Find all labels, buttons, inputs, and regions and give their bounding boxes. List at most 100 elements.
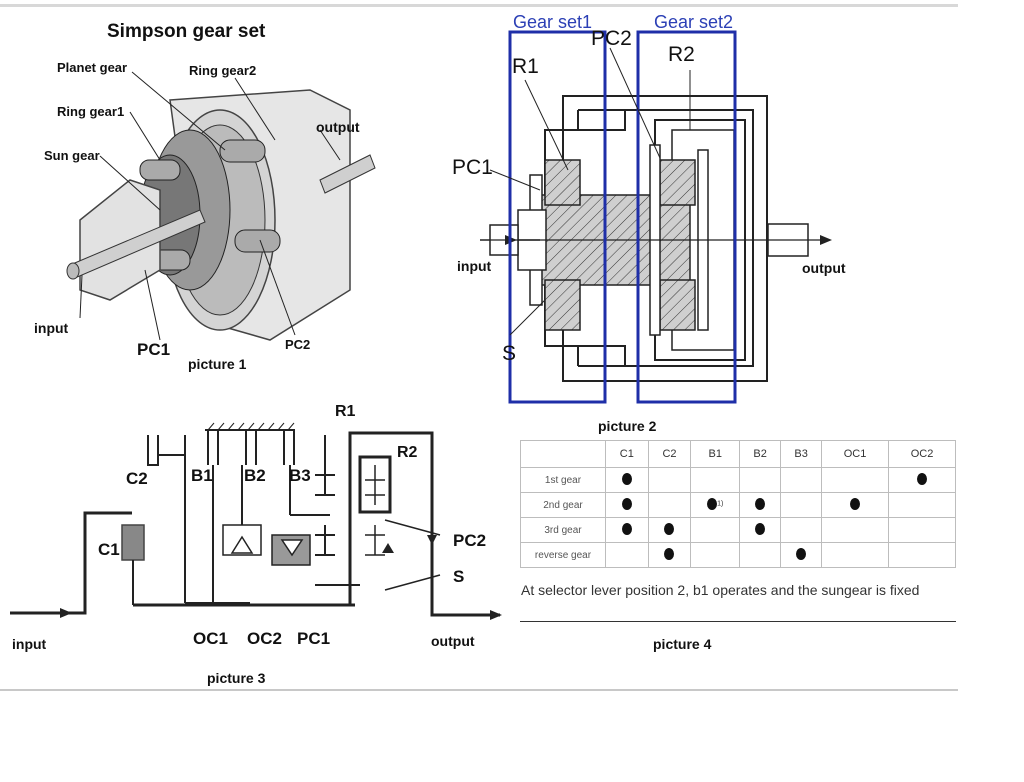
table-cell [690,542,741,568]
label-ring-gear1: Ring gear1 [57,104,125,119]
table-note: At selector lever position 2, b1 operate… [520,572,956,622]
table-header-row: C1 C2 B1 B2 B3 OC1 OC2 [520,440,956,468]
table-cell [739,492,782,518]
engaged-dot-icon [621,497,632,510]
label-pc1-p3: PC1 [297,629,331,648]
footnote-mark: 1) [717,499,724,507]
label-oc2-p3: OC2 [247,629,282,648]
label-b1-p3: B1 [191,466,213,485]
label-b2-p3: B2 [244,466,266,485]
table-cell [821,492,890,518]
top-divider [0,4,958,7]
label-ring-gear2: Ring gear2 [189,63,257,78]
label-output-p3: output [431,633,475,649]
label-gear-set2: Gear set2 [654,12,734,32]
table-cell [647,517,692,543]
row-label: 2nd gear [520,492,606,518]
engaged-dot-icon [621,472,632,485]
table-cell [605,517,649,543]
picture2-caption: picture 2 [598,418,657,434]
col-header: OC2 [888,440,956,468]
label-input-p3: input [12,636,47,652]
table-cell [888,542,956,568]
col-header: B2 [739,440,782,468]
label-pc2-p3: PC2 [453,531,487,550]
col-header: B1 [690,440,741,468]
label-c1-p3: C1 [98,540,120,559]
table-cell [605,492,649,518]
label-s-p2: S [502,342,517,365]
table-cell [690,517,741,543]
table-cell [647,467,692,493]
table-cell [888,517,956,543]
bottom-divider [0,689,958,691]
table-cell [821,517,890,543]
col-header: C2 [647,440,692,468]
engaged-dot-icon [621,522,632,535]
lever-schematic-diagram [10,422,502,620]
label-pc2-p2: PC2 [591,27,632,50]
table-cell [647,492,692,518]
row-label: 1st gear [520,467,606,493]
table-row: 2nd gear 1) [520,492,956,518]
label-output-p2: output [802,260,846,276]
label-gear-set1: Gear set1 [513,12,593,32]
label-r2-p2: R2 [668,43,695,66]
picture1-caption: picture 1 [188,356,247,372]
label-c2-p3: C2 [126,469,148,488]
table-row: 1st gear [520,467,956,493]
picture1-title: Simpson gear set [107,21,266,42]
table-cell [780,542,823,568]
label-output-p1: output [316,119,360,135]
engaged-dot-icon [796,547,807,560]
label-b3-p3: B3 [289,466,311,485]
label-oc1-p3: OC1 [193,629,228,648]
table-cell [821,467,890,493]
col-header: B3 [780,440,823,468]
table-row: reverse gear [520,542,956,568]
table-cell [690,467,741,493]
engaged-dot-icon [755,497,766,510]
table-cell [780,517,823,543]
engaged-dot-icon [917,472,927,485]
engaged-dot-icon [664,522,675,535]
table-row: 3rd gear [520,517,956,543]
table-cell [739,467,782,493]
label-pc1-p1: PC1 [137,340,171,359]
table-cell [821,542,890,568]
simpson-gear-illustration [66,71,376,341]
label-input-p1: input [34,320,69,336]
label-r1-p3: R1 [335,403,356,420]
table-cell [605,542,649,568]
label-r2-p3: R2 [397,444,418,461]
table-cell [647,542,692,568]
table-cell [888,467,956,493]
engaged-dot-icon [850,497,861,510]
row-label: reverse gear [520,542,606,568]
gear-set-section-diagram [480,30,832,404]
col-header: C1 [605,440,649,468]
table-cell [605,467,649,493]
label-sun-gear: Sun gear [44,148,100,163]
table-cell [739,542,782,568]
col-header: OC1 [821,440,890,468]
engaged-dot-icon [707,497,718,510]
label-pc2-p1: PC2 [285,337,311,352]
label-planet-gear: Planet gear [57,60,128,75]
engaged-dot-icon [664,547,675,560]
label-input-p2: input [457,258,492,274]
picture3-caption: picture 3 [207,670,266,686]
table-cell: 1) [690,492,741,518]
table-header-blank [520,440,606,468]
table-cell [739,517,782,543]
label-s-p3: S [453,567,465,586]
table-cell [780,492,823,518]
row-label: 3rd gear [520,517,606,543]
picture4-caption: picture 4 [653,636,712,652]
label-r1-p2: R1 [512,55,539,78]
label-pc1-p2: PC1 [452,156,493,179]
table-cell [780,467,823,493]
table-cell [888,492,956,518]
engaged-dot-icon [755,522,766,535]
